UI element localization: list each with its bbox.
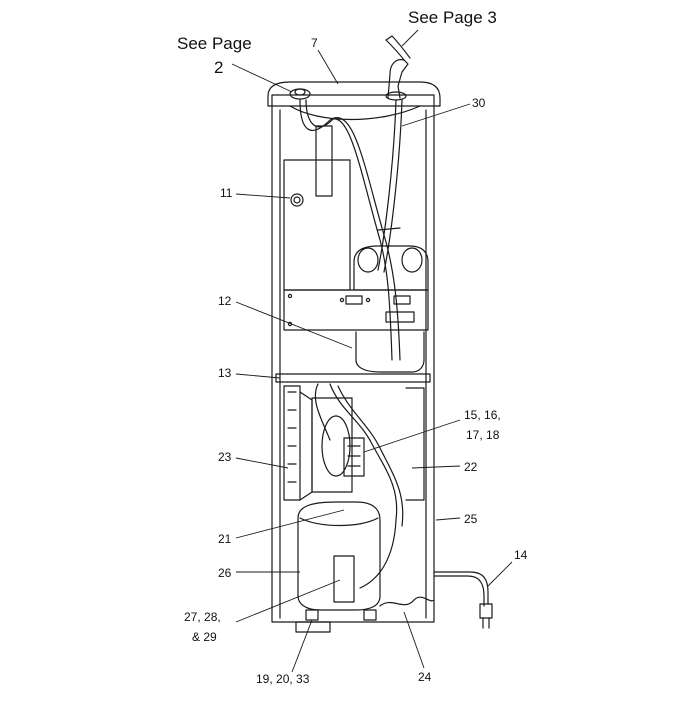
- side-panel: [405, 387, 425, 501]
- rear-panel-upper: [283, 159, 351, 291]
- callout-27-29-line1: 27, 28,: [184, 610, 221, 624]
- mounting-feet: [305, 609, 319, 621]
- control-switch-left: [345, 295, 363, 305]
- leader-23: [235, 457, 289, 469]
- control-label: [385, 311, 415, 323]
- leader-25: [435, 517, 461, 521]
- callout-see-page-2-line2: 2: [214, 58, 224, 77]
- callout-see-page-3: See Page 3: [408, 8, 497, 27]
- leader-24: [403, 611, 425, 669]
- top-basin: [267, 81, 441, 107]
- leader-15-18: [363, 419, 461, 453]
- relay-box: [343, 437, 365, 477]
- callout-22: 22: [464, 460, 478, 474]
- water-line-b: [305, 99, 401, 361]
- callout-24: 24: [418, 670, 432, 684]
- pressure-valve: [290, 193, 304, 207]
- condenser: [283, 385, 301, 501]
- power-cord: [433, 571, 489, 605]
- callout-27-29-line2: & 29: [192, 630, 217, 644]
- water-line-a: [299, 99, 393, 361]
- leader-13: [235, 373, 281, 379]
- callout-23: 23: [218, 450, 232, 464]
- shelf: [275, 373, 431, 383]
- coil-mount: [315, 125, 333, 197]
- junction-box: [333, 555, 355, 603]
- leader-7: [317, 49, 339, 85]
- cooling-tank: [353, 245, 429, 291]
- callout-21: 21: [218, 532, 232, 546]
- control-switch-right: [393, 295, 411, 305]
- leader-21: [235, 509, 345, 539]
- callout-25: 25: [464, 512, 478, 526]
- supply-line: [377, 99, 397, 271]
- leader-12: [235, 301, 353, 349]
- callout-19-33: 19, 20, 33: [256, 672, 310, 686]
- leader-14: [487, 561, 513, 587]
- callout-30: 30: [472, 96, 486, 110]
- callout-7: 7: [311, 36, 318, 50]
- leader-see-page-2: [231, 63, 293, 93]
- plug: [479, 603, 493, 619]
- leader-30: [401, 103, 471, 127]
- leader-27-29: [235, 579, 341, 623]
- drain-fitting: [289, 88, 311, 100]
- compressor: [297, 501, 381, 611]
- base-pan: [379, 596, 435, 607]
- callout-15-18-line2: 17, 18: [466, 428, 500, 442]
- callout-26: 26: [218, 566, 232, 580]
- callout-13: 13: [218, 366, 232, 380]
- leader-11: [235, 193, 291, 199]
- leader-see-page-3: [401, 29, 419, 47]
- leader-19-33: [291, 619, 313, 673]
- bubbler: [387, 59, 409, 99]
- fan-housing: [311, 397, 353, 493]
- reservoir: [355, 331, 425, 373]
- cabinet-outline: [271, 94, 435, 623]
- callout-11: 11: [220, 186, 233, 200]
- callout-12: 12: [218, 294, 232, 308]
- callout-14: 14: [514, 548, 528, 562]
- callout-15-18-line1: 15, 16,: [464, 408, 501, 422]
- leader-22: [411, 465, 461, 469]
- basin-inner: [289, 105, 421, 121]
- wiring-harness: [329, 383, 398, 589]
- callout-see-page-2-line1: See Page: [177, 34, 252, 53]
- control-panel: [283, 289, 429, 331]
